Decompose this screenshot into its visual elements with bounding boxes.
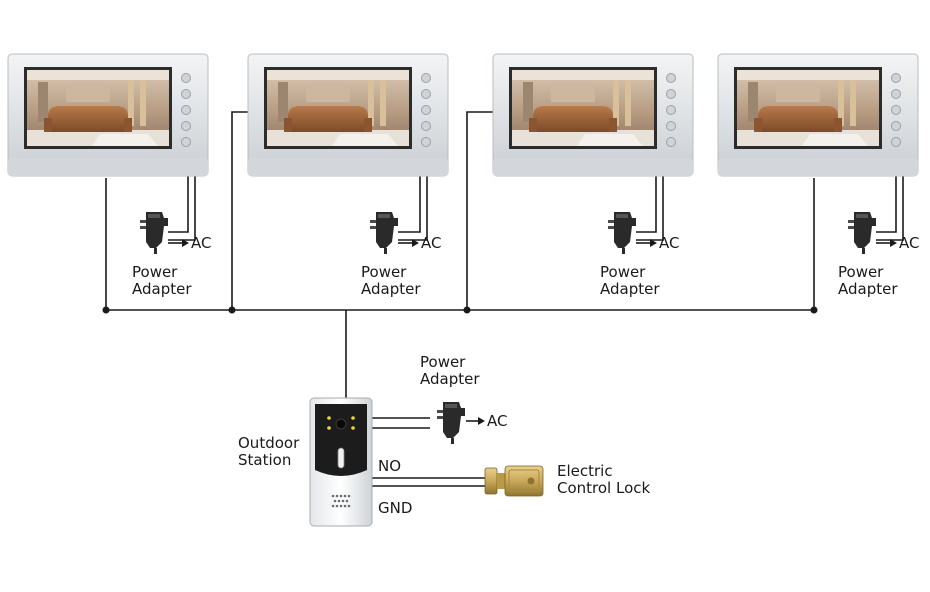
no-label: NO bbox=[378, 457, 401, 475]
power-adapter-label-5b: Adapter bbox=[420, 370, 480, 388]
ac-arrows bbox=[168, 239, 897, 425]
power-adapter-label-3b: Adapter bbox=[600, 280, 660, 298]
power-adapter-label-1: Power bbox=[132, 263, 178, 281]
gnd-label: GND bbox=[378, 499, 412, 517]
ac-label: AC bbox=[487, 412, 507, 430]
power-adapter-icon bbox=[437, 402, 465, 444]
power-adapter-label-3: Power bbox=[600, 263, 646, 281]
power-adapter-icon bbox=[140, 212, 168, 254]
ac-label: AC bbox=[421, 234, 441, 252]
indoor-monitor-3 bbox=[492, 53, 694, 177]
outdoor-station bbox=[309, 397, 373, 527]
power-adapter-label-4b: Adapter bbox=[838, 280, 898, 298]
indoor-monitor-4 bbox=[717, 53, 919, 177]
labels: Power Adapter AC Power Adapter AC Power … bbox=[132, 234, 919, 517]
indoor-monitor-2 bbox=[247, 53, 449, 177]
indoor-monitor-1 bbox=[7, 53, 209, 177]
ac-label: AC bbox=[191, 234, 211, 252]
electric-lock-icon bbox=[484, 465, 544, 497]
power-adapter-label-5: Power bbox=[420, 353, 466, 371]
electric-lock-label: Electric bbox=[557, 462, 613, 480]
junction-dots bbox=[102, 306, 818, 314]
electric-lock-label-b: Control Lock bbox=[557, 479, 651, 497]
ac-label: AC bbox=[659, 234, 679, 252]
power-adapter-label-2: Power bbox=[361, 263, 407, 281]
power-adapter-icon bbox=[608, 212, 636, 254]
power-adapter-icon bbox=[848, 212, 876, 254]
outdoor-station-label-b: Station bbox=[238, 451, 291, 469]
power-adapter-label-4: Power bbox=[838, 263, 884, 281]
power-adapter-label-2b: Adapter bbox=[361, 280, 421, 298]
outdoor-station-label: Outdoor bbox=[238, 434, 300, 452]
ac-label: AC bbox=[899, 234, 919, 252]
power-adapter-label-1b: Adapter bbox=[132, 280, 192, 298]
wiring bbox=[105, 111, 904, 487]
power-adapter-icon bbox=[370, 212, 398, 254]
